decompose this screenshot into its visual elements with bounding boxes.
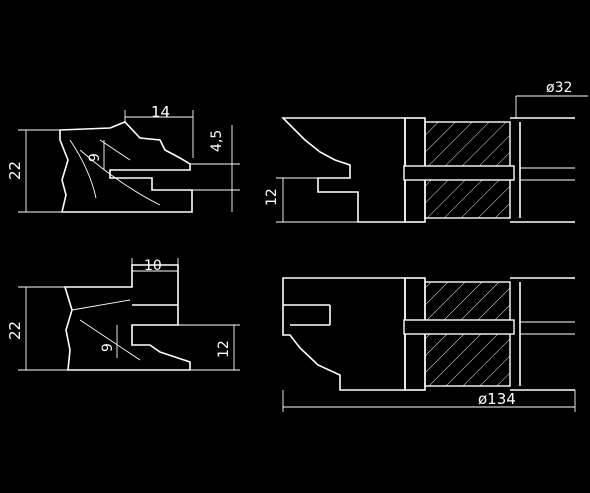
profile-top-left: 14 22 9 4,5 bbox=[6, 103, 240, 213]
dim-22-top: 22 bbox=[6, 161, 24, 180]
cutter-bottom-right: ø134 bbox=[282, 277, 576, 412]
dim-12-top-right: 12 bbox=[264, 188, 280, 206]
dim-4-5: 4,5 bbox=[209, 130, 225, 152]
dim-14: 14 bbox=[151, 103, 170, 121]
dim-22-bottom: 22 bbox=[6, 321, 24, 340]
dim-12-bottom-left: 12 bbox=[216, 340, 232, 358]
dim-9-bottom: 9 bbox=[100, 343, 116, 352]
dim-diameter-32: ø32 bbox=[546, 80, 572, 96]
profile-bottom-left: 10 22 9 12 bbox=[6, 258, 240, 371]
dim-diameter-134: ø134 bbox=[478, 390, 516, 408]
cutter-top-right: 12 ø32 bbox=[264, 80, 588, 223]
dim-10: 10 bbox=[144, 258, 162, 274]
dim-9-top: 9 bbox=[87, 153, 103, 162]
